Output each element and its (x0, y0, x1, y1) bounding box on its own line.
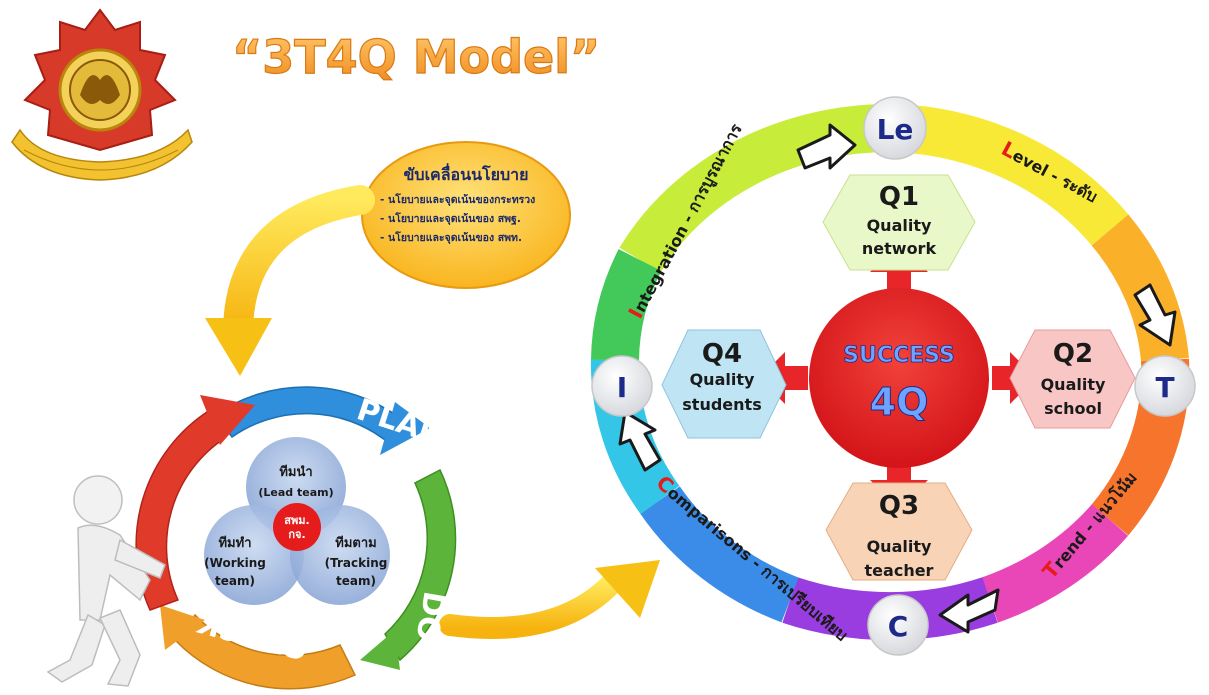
person-figure (46, 475, 166, 687)
policy-heading: ขับเคลื่อนนโยบาย (403, 163, 528, 184)
ring-arrow-icon (938, 588, 1000, 634)
working-team-th: ทีมทำ (218, 535, 251, 551)
ring-arrow-icon (1133, 283, 1177, 347)
quality-q1: Q1 Quality network (822, 174, 976, 271)
tracking-team-th: ทีมตาม (335, 535, 376, 551)
center-org-line1: สพม. (284, 514, 309, 527)
pdca-do-label: DO (408, 589, 451, 645)
pdca-plan-label: PLAN (353, 392, 449, 453)
ring-node-le-label: Le (877, 113, 914, 146)
quality-q4: Q4 Quality students (661, 329, 787, 439)
policy-item: - นโยบายและจุดเน้นของกระทรวง (380, 193, 535, 207)
page-title: “3T4Q Model” (232, 30, 600, 84)
ring-arrow-icon (618, 410, 662, 472)
lead-team-en: (Lead team) (258, 486, 333, 499)
q3-code: Q3 (879, 491, 919, 521)
q2-line1: Quality (1041, 375, 1106, 394)
office-emblem (11, 8, 193, 181)
working-team-en1: (Working (204, 556, 266, 570)
ring-node-c: C (867, 594, 929, 656)
ring-node-t-label: T (1155, 371, 1174, 404)
center-org-line2: กจ. (288, 528, 305, 541)
tracking-team-en1: (Tracking (325, 556, 388, 570)
success-4q-label: 4Q (870, 380, 929, 424)
q1-line2: network (862, 239, 937, 258)
ring-node-le: Le (863, 96, 927, 160)
q3-line1: Quality (867, 537, 932, 556)
pdca-to-ring-arrow (439, 560, 660, 639)
policy-item: - นโยบายและจุดเน้นของ สพฐ. (380, 212, 521, 226)
teams-venn: ทีมนำ (Lead team) ทีมทำ (Working team) ท… (204, 437, 390, 605)
policy-bubble: ขับเคลื่อนนโยบาย - นโยบายและจุดเน้นของกร… (361, 141, 571, 289)
success-label: SUCCESS (843, 343, 955, 368)
ring-node-i-label: I (617, 371, 627, 404)
ring-node-i: I (591, 355, 653, 417)
ring-arrow-icon (796, 123, 857, 170)
pdca-cycle: PLAN DO CHECK ACT ทีมนำ (Lead team) ทีมท… (135, 386, 457, 690)
q1-code: Q1 (879, 182, 919, 212)
q4-line2: students (682, 395, 761, 414)
q2-line2: school (1044, 399, 1102, 418)
success-center: SUCCESS 4Q (809, 288, 989, 468)
q1-line1: Quality (867, 216, 932, 235)
ring-node-c-label: C (888, 610, 909, 643)
ring-node-t: T (1134, 355, 1196, 417)
quality-q2: Q2 Quality school (1009, 329, 1136, 429)
lead-team-th: ทีมนำ (279, 464, 312, 480)
q4-code: Q4 (702, 339, 742, 369)
q3-line2: teacher (865, 561, 934, 580)
working-team-en2: team) (215, 574, 255, 588)
policy-to-pdca-arrow (205, 185, 375, 376)
quality-q3: Q3 Quality teacher (825, 482, 973, 581)
q4-line1: Quality (690, 370, 755, 389)
tracking-team-en2: team) (336, 574, 376, 588)
q2-code: Q2 (1053, 339, 1093, 369)
policy-item: - นโยบายและจุดเน้นของ สพท. (380, 231, 522, 245)
